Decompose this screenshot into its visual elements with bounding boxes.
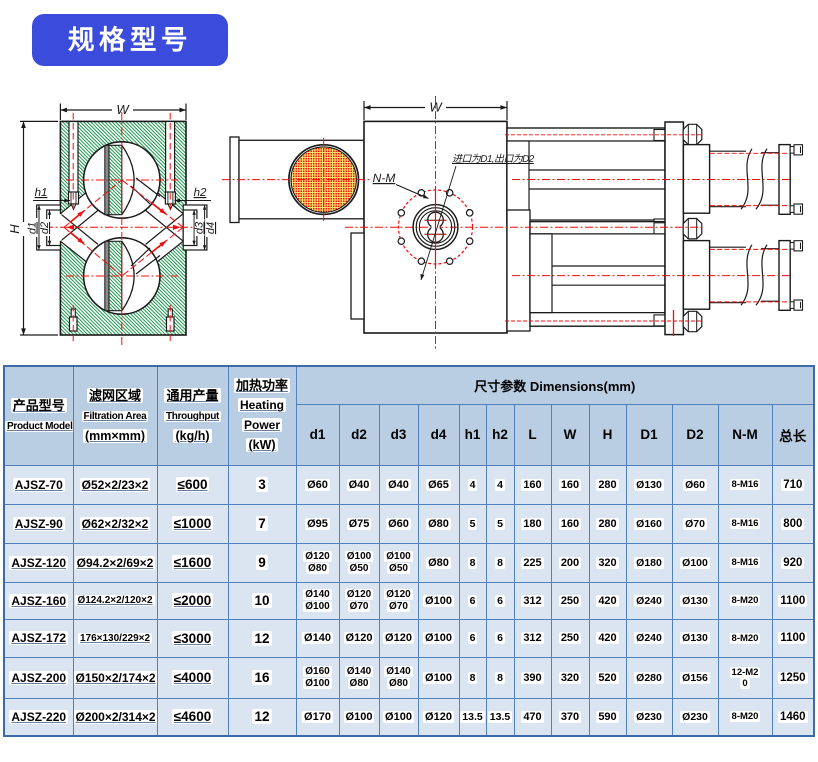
svg-text:H: H: [7, 224, 22, 234]
svg-text:W: W: [116, 102, 130, 117]
svg-text:W: W: [429, 100, 443, 115]
svg-text:d1: d1: [27, 222, 39, 234]
svg-text:进口为D1,出口为D2: 进口为D1,出口为D2: [452, 153, 535, 165]
svg-text:N-M: N-M: [373, 171, 396, 185]
svg-text:h2: h2: [194, 187, 207, 199]
svg-text:h1: h1: [35, 187, 48, 199]
svg-text:d2: d2: [39, 222, 51, 234]
svg-text:d4: d4: [205, 222, 217, 234]
svg-text:d3: d3: [194, 221, 206, 234]
